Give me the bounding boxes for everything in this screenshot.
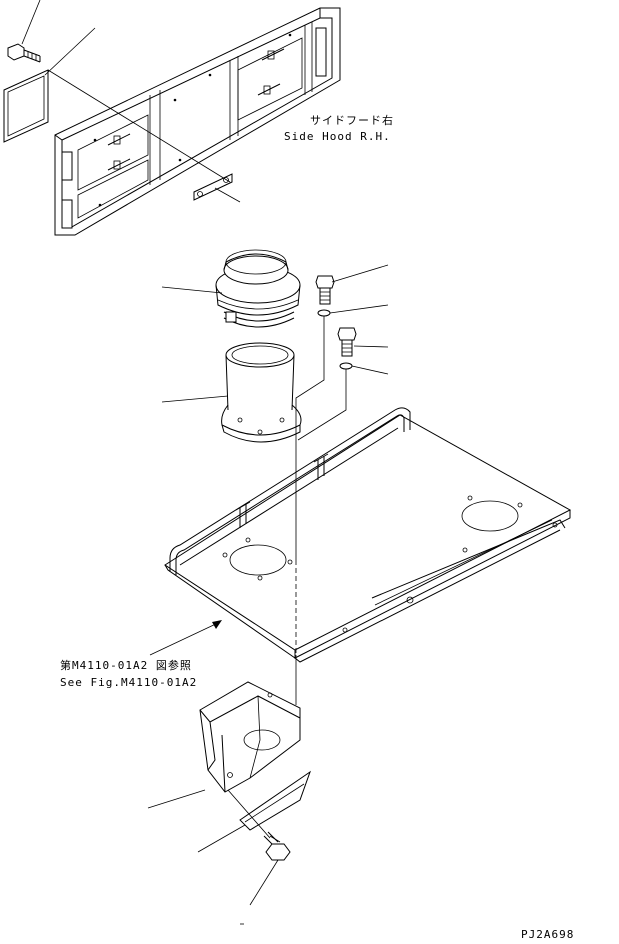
bolt-top-left	[7, 43, 41, 63]
leader-washer-upper	[329, 304, 389, 314]
handrail	[169, 407, 411, 575]
side-hood-label-en: Side Hood R.H.	[284, 130, 391, 143]
leader-cover	[197, 824, 246, 853]
reference-label-jp: 第M4110-01A2 図参照	[60, 659, 192, 672]
reference-label-en: See Fig.M4110-01A2	[60, 676, 198, 689]
name-plate	[3, 69, 49, 143]
drawing-code: PJ2A698	[521, 928, 575, 941]
washer-lower	[339, 362, 353, 370]
align-cover-bolt	[227, 789, 271, 839]
leader-bolt-lower	[353, 345, 389, 348]
deck-plate	[164, 414, 572, 663]
leader-plate	[44, 27, 96, 76]
bolt-upper	[315, 275, 335, 305]
washer-upper	[317, 309, 331, 317]
leader-pipe	[161, 395, 229, 403]
side-hood-label-jp: サイドフード右	[310, 114, 394, 127]
bolt-lower	[337, 327, 357, 357]
leader-bolt-top	[21, 0, 41, 45]
leader-duct	[147, 789, 206, 809]
leader-bolt-bottom	[249, 859, 279, 906]
bolt-bottom	[263, 831, 291, 861]
side-hood-panel	[54, 7, 341, 236]
stay-bracket	[193, 173, 233, 201]
cover-plate	[239, 770, 311, 831]
precleaner-cap	[215, 249, 301, 328]
reference-arrow	[149, 620, 222, 656]
leader-bracket	[214, 187, 241, 203]
leader-cap	[161, 286, 223, 294]
leader-plate-to-bracket	[47, 69, 231, 183]
intake-pipe	[221, 342, 302, 443]
leader-bolt-upper	[331, 264, 389, 283]
align-line-1	[295, 316, 325, 560]
align-line-2	[297, 369, 347, 441]
leader-washer-lower	[351, 365, 389, 375]
air-duct	[199, 681, 301, 793]
